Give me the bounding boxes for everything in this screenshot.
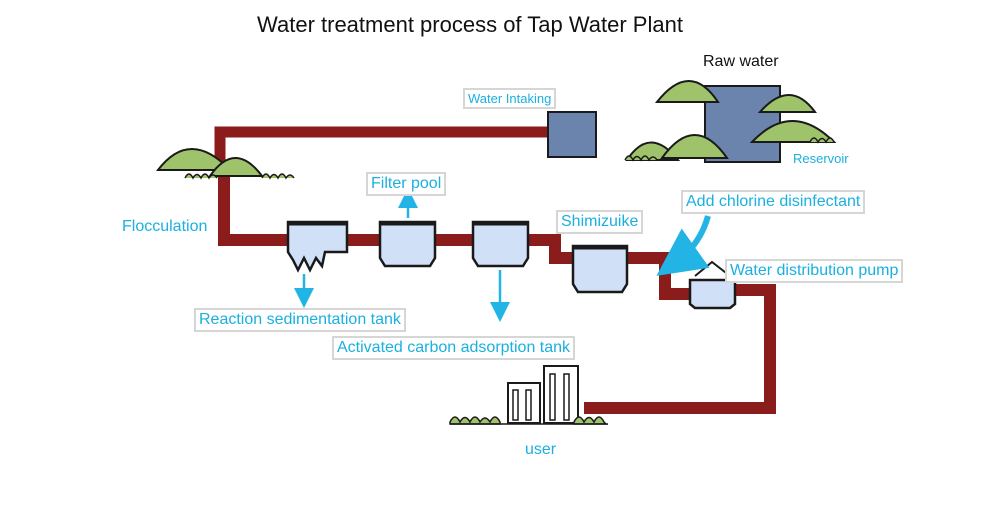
diagram-title: Water treatment process of Tap Water Pla…	[257, 12, 683, 37]
reaction-tank-label: Reaction sedimentation tank	[194, 308, 406, 332]
raw-water-label: Raw water	[703, 53, 779, 70]
filter-pool-tank	[378, 220, 437, 268]
shrub-icon	[184, 173, 218, 180]
shrub-icon	[449, 416, 501, 425]
reservoir-label: Reservoir	[793, 151, 849, 166]
water-intaking-label: Water Intaking	[463, 88, 557, 109]
main-pipe	[218, 169, 696, 300]
user-label: user	[525, 441, 557, 458]
shrub-icon	[624, 155, 658, 162]
distribution-pipe	[584, 284, 776, 414]
hill-icon	[208, 157, 265, 177]
carbon-tank-label: Activated carbon adsorption tank	[332, 336, 576, 360]
filter-pool-label: Filter pool	[366, 172, 447, 196]
shimizuike-label: Shimizuike	[556, 210, 644, 234]
flocculation-hills	[155, 148, 295, 180]
distribution-pump-label: Water distribution pump	[725, 259, 904, 283]
carbon-adsorption-tank	[471, 220, 530, 268]
user-buildings	[449, 365, 608, 425]
water-intaking-box	[547, 111, 597, 158]
add-chlorine-label: Add chlorine disinfectant	[681, 190, 866, 214]
building-icon	[543, 365, 579, 424]
arrows	[294, 188, 711, 322]
hill-icon	[757, 94, 817, 113]
hill-icon	[654, 80, 720, 103]
raw-water-reservoir	[624, 80, 837, 163]
shrub-icon	[573, 416, 608, 425]
shrub-icon	[261, 173, 295, 180]
pipe-network	[214, 126, 776, 414]
intake-pipe	[214, 126, 554, 166]
chlorine-arrow	[656, 215, 711, 276]
shrub-icon	[809, 137, 835, 144]
reaction-sedimentation-tank	[286, 220, 349, 273]
shimizuike-tank	[571, 244, 629, 294]
flocculation-label: Flocculation	[122, 218, 208, 235]
hill-icon	[660, 134, 729, 159]
